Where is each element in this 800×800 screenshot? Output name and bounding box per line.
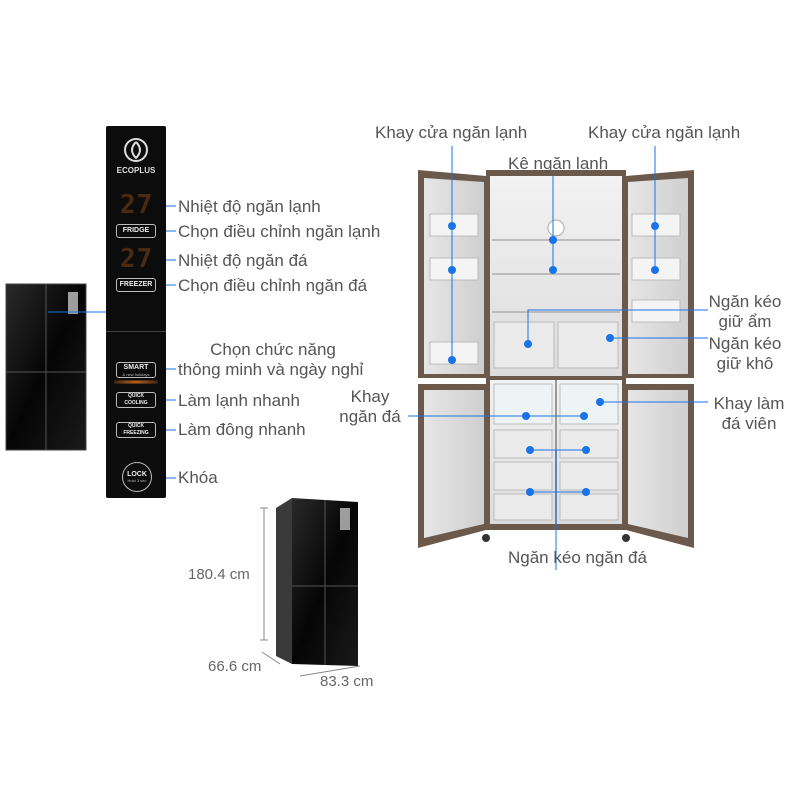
quick-cooling-button[interactable]: QUICK COOLING <box>116 392 156 408</box>
label-lock: Khóa <box>178 468 218 487</box>
leaf-icon <box>124 138 148 162</box>
label-ice-tray-2: đá viên <box>721 414 777 433</box>
freezer-temp-display: 27 <box>120 244 154 274</box>
label-ice-tray-1: Khay làm <box>713 394 785 413</box>
label-freezer-tray-2: ngăn đá <box>339 407 401 426</box>
label-fridge-temp: Nhiệt độ ngăn lạnh <box>178 197 321 216</box>
smart-glow <box>114 380 158 384</box>
label-humid-drawer-1: Ngăn kéo <box>708 292 782 311</box>
lock-label: LOCK <box>127 471 147 478</box>
label-quick-freeze: Làm đông nhanh <box>178 420 306 439</box>
label-freezer-temp: Nhiệt độ ngăn đá <box>178 251 308 270</box>
label-smart-line2: thông minh và ngày nghỉ <box>178 360 364 379</box>
small-fridge-front <box>5 283 108 451</box>
control-panel: ECOPLUS 27 FRIDGE 27 FREEZER SMART & new… <box>106 126 166 498</box>
label-door-tray-right: Khay cửa ngăn lạnh <box>588 123 741 142</box>
fridge-temp-display: 27 <box>120 190 154 220</box>
panel-divider <box>106 331 166 332</box>
brand-label: ECOPLUS <box>116 166 156 175</box>
dimension-depth: 66.6 cm <box>208 658 262 675</box>
leader-lines <box>408 146 708 570</box>
smart-label: SMART <box>123 364 149 371</box>
label-freezer-adjust: Chọn điều chỉnh ngăn đá <box>178 276 368 295</box>
label-quick-cool: Làm lạnh nhanh <box>178 391 300 410</box>
dimension-width: 83.3 cm <box>320 673 374 690</box>
label-dry-drawer-2: giữ khô <box>716 354 774 373</box>
dimension-fridge <box>260 498 361 677</box>
lock-sublabel: Hold 3 sec <box>127 478 147 483</box>
label-freezer-drawer: Ngăn kéo ngăn đá <box>508 548 647 567</box>
label-freezer-tray-1: Khay <box>350 387 390 406</box>
leader-dots <box>448 222 659 496</box>
label-door-tray-left: Khay cửa ngăn lạnh <box>375 123 528 142</box>
lock-button[interactable]: LOCK Hold 3 sec <box>122 462 152 492</box>
fridge-button[interactable]: FRIDGE <box>116 224 156 238</box>
smart-button[interactable]: SMART & new holidays <box>116 362 156 378</box>
dimension-height: 180.4 cm <box>188 566 250 583</box>
label-shelf: Kệ ngăn lạnh <box>508 154 609 173</box>
open-fridge <box>418 170 694 548</box>
quick-freezing-button[interactable]: QUICK FREEZING <box>116 422 156 438</box>
label-dry-drawer-1: Ngăn kéo <box>708 334 782 353</box>
freezer-button[interactable]: FREEZER <box>116 278 156 292</box>
label-humid-drawer-2: giữ ẩm <box>718 312 772 331</box>
label-fridge-adjust: Chọn điều chỉnh ngăn lạnh <box>178 222 381 241</box>
label-smart-line1: Chọn chức năng <box>210 340 336 359</box>
smart-sublabel: & new holidays <box>122 372 150 377</box>
